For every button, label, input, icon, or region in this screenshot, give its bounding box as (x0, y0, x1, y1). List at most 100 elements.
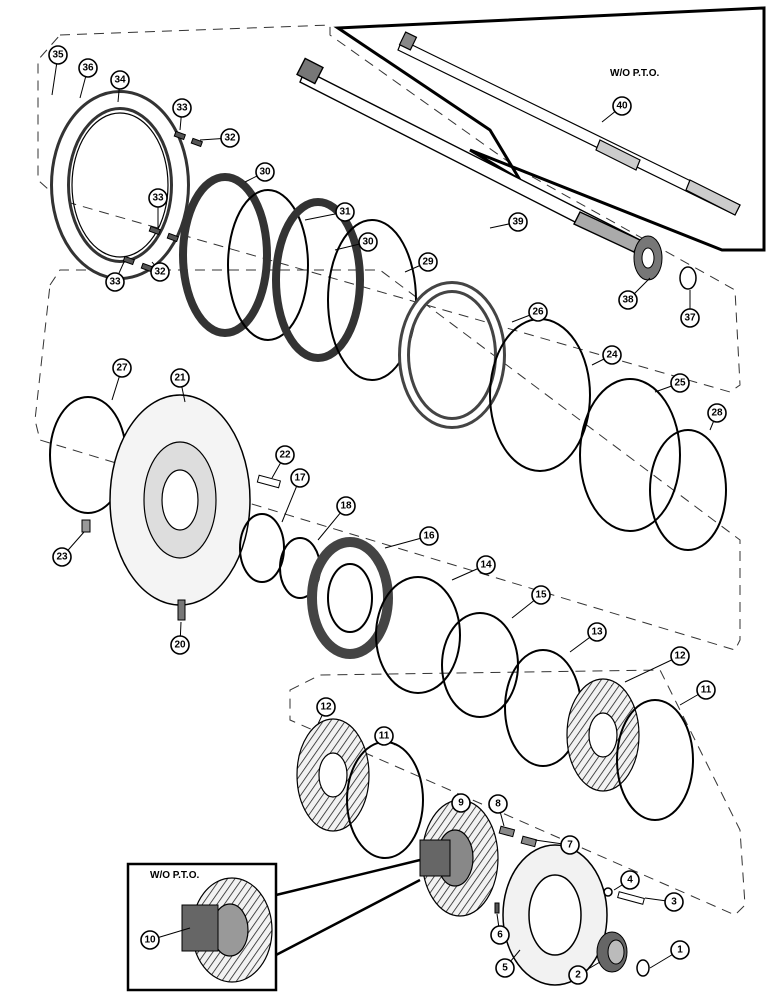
callout-label: 40 (616, 101, 628, 112)
callout-33: 33 (105, 261, 125, 292)
callout-label: 2 (575, 970, 581, 981)
callout-label: 8 (495, 799, 501, 810)
callout-balloon (52, 547, 72, 567)
callout-label: 39 (512, 217, 524, 228)
callout-38: 38 (618, 277, 651, 310)
inset-bottom-title: W/O P.T.O. (150, 870, 199, 881)
callout-5: 5 (495, 949, 521, 978)
callout-label: 12 (674, 651, 686, 662)
callout-balloon (170, 635, 190, 655)
callouts-layer: 3536343332333332303130294039383726242528… (48, 45, 727, 985)
callout-label: 16 (423, 531, 435, 542)
parts-middle (49, 394, 519, 718)
callout-label: 1 (677, 945, 683, 956)
callout-label: 33 (176, 103, 188, 114)
part-1-snap-ring (636, 959, 650, 977)
part-3-bolt (617, 891, 645, 905)
callout-12: 12 (316, 697, 336, 725)
callout-22: 22 (271, 445, 295, 479)
callout-balloon (358, 232, 378, 252)
callout-balloon (140, 930, 160, 950)
callout-label: 30 (259, 167, 271, 178)
callout-balloon (105, 272, 125, 292)
callout-30: 30 (334, 232, 378, 252)
callout-balloon (418, 252, 438, 272)
upper-group-outline (37, 24, 741, 393)
callout-35: 35 (48, 45, 68, 96)
callout-32: 32 (199, 128, 240, 148)
callout-label: 32 (154, 267, 166, 278)
part-38-spring (633, 235, 663, 281)
callout-label: 37 (684, 313, 696, 324)
callout-label: 20 (174, 640, 186, 651)
callout-balloon (696, 680, 716, 700)
callout-balloon (664, 892, 684, 912)
callout-label: 21 (174, 373, 186, 384)
part-7-pin (520, 835, 538, 848)
part-30-friction-disc-b (272, 198, 364, 362)
callout-balloon (495, 958, 515, 978)
callout-label: 15 (535, 590, 547, 601)
part-2-bearing (596, 931, 628, 973)
callout-balloon (707, 403, 727, 423)
callout-label: 17 (294, 473, 306, 484)
part-30-friction-disc (179, 173, 271, 337)
callout-label: 32 (224, 133, 236, 144)
callout-balloon (670, 646, 690, 666)
callout-balloon (150, 262, 170, 282)
callout-label: 3 (671, 897, 677, 908)
callout-balloon (620, 870, 640, 890)
callout-9: 9 (451, 793, 471, 813)
callout-balloon (670, 940, 690, 960)
callout-balloon (275, 445, 295, 465)
callout-label: 4 (627, 875, 633, 886)
part-10-hub (181, 877, 273, 983)
callout-balloon (170, 368, 190, 388)
callout-label: 6 (497, 930, 503, 941)
callout-13: 13 (569, 622, 607, 653)
callout-label: 38 (622, 295, 634, 306)
callout-label: 22 (279, 450, 291, 461)
part-20-bolt (177, 599, 186, 621)
callout-label: 34 (114, 75, 126, 86)
callout-label: 24 (606, 350, 618, 361)
callout-balloon (508, 212, 528, 232)
callout-balloon (680, 308, 700, 328)
callout-label: 25 (674, 378, 686, 389)
callout-4: 4 (613, 870, 640, 891)
hub-inset-bottom: W/O P.T.O. (126, 858, 421, 992)
callout-18: 18 (317, 496, 356, 541)
callout-balloon (374, 726, 394, 746)
part-37-washer (679, 266, 697, 290)
callout-14: 14 (451, 555, 496, 581)
callout-label: 35 (52, 50, 64, 61)
callout-label: 12 (320, 702, 332, 713)
callout-32: 32 (150, 261, 170, 282)
callout-balloon (490, 925, 510, 945)
callout-balloon (612, 96, 632, 116)
callout-11: 11 (679, 680, 716, 706)
shaft-40 (397, 31, 741, 216)
callout-23: 23 (52, 531, 85, 567)
callout-balloon (419, 526, 439, 546)
callout-balloon (255, 162, 275, 182)
callout-label: 27 (116, 363, 128, 374)
callout-label: 10 (144, 935, 156, 946)
part-4-washer (603, 887, 613, 897)
callout-balloon (560, 835, 580, 855)
part-31-steel-plate (227, 189, 309, 341)
callout-27: 27 (111, 358, 132, 401)
callout-20: 20 (170, 621, 190, 655)
callout-balloon (451, 793, 471, 813)
shaft-39 (296, 57, 641, 253)
callout-balloon (602, 345, 622, 365)
callout-balloon (476, 555, 496, 575)
part-6-pin (494, 902, 500, 914)
callout-label: 33 (152, 193, 164, 204)
callout-label: 33 (109, 277, 121, 288)
callout-31: 31 (304, 202, 355, 222)
callout-balloon (670, 373, 690, 393)
part-17-seal (239, 513, 285, 583)
part-22-pin (256, 474, 282, 489)
